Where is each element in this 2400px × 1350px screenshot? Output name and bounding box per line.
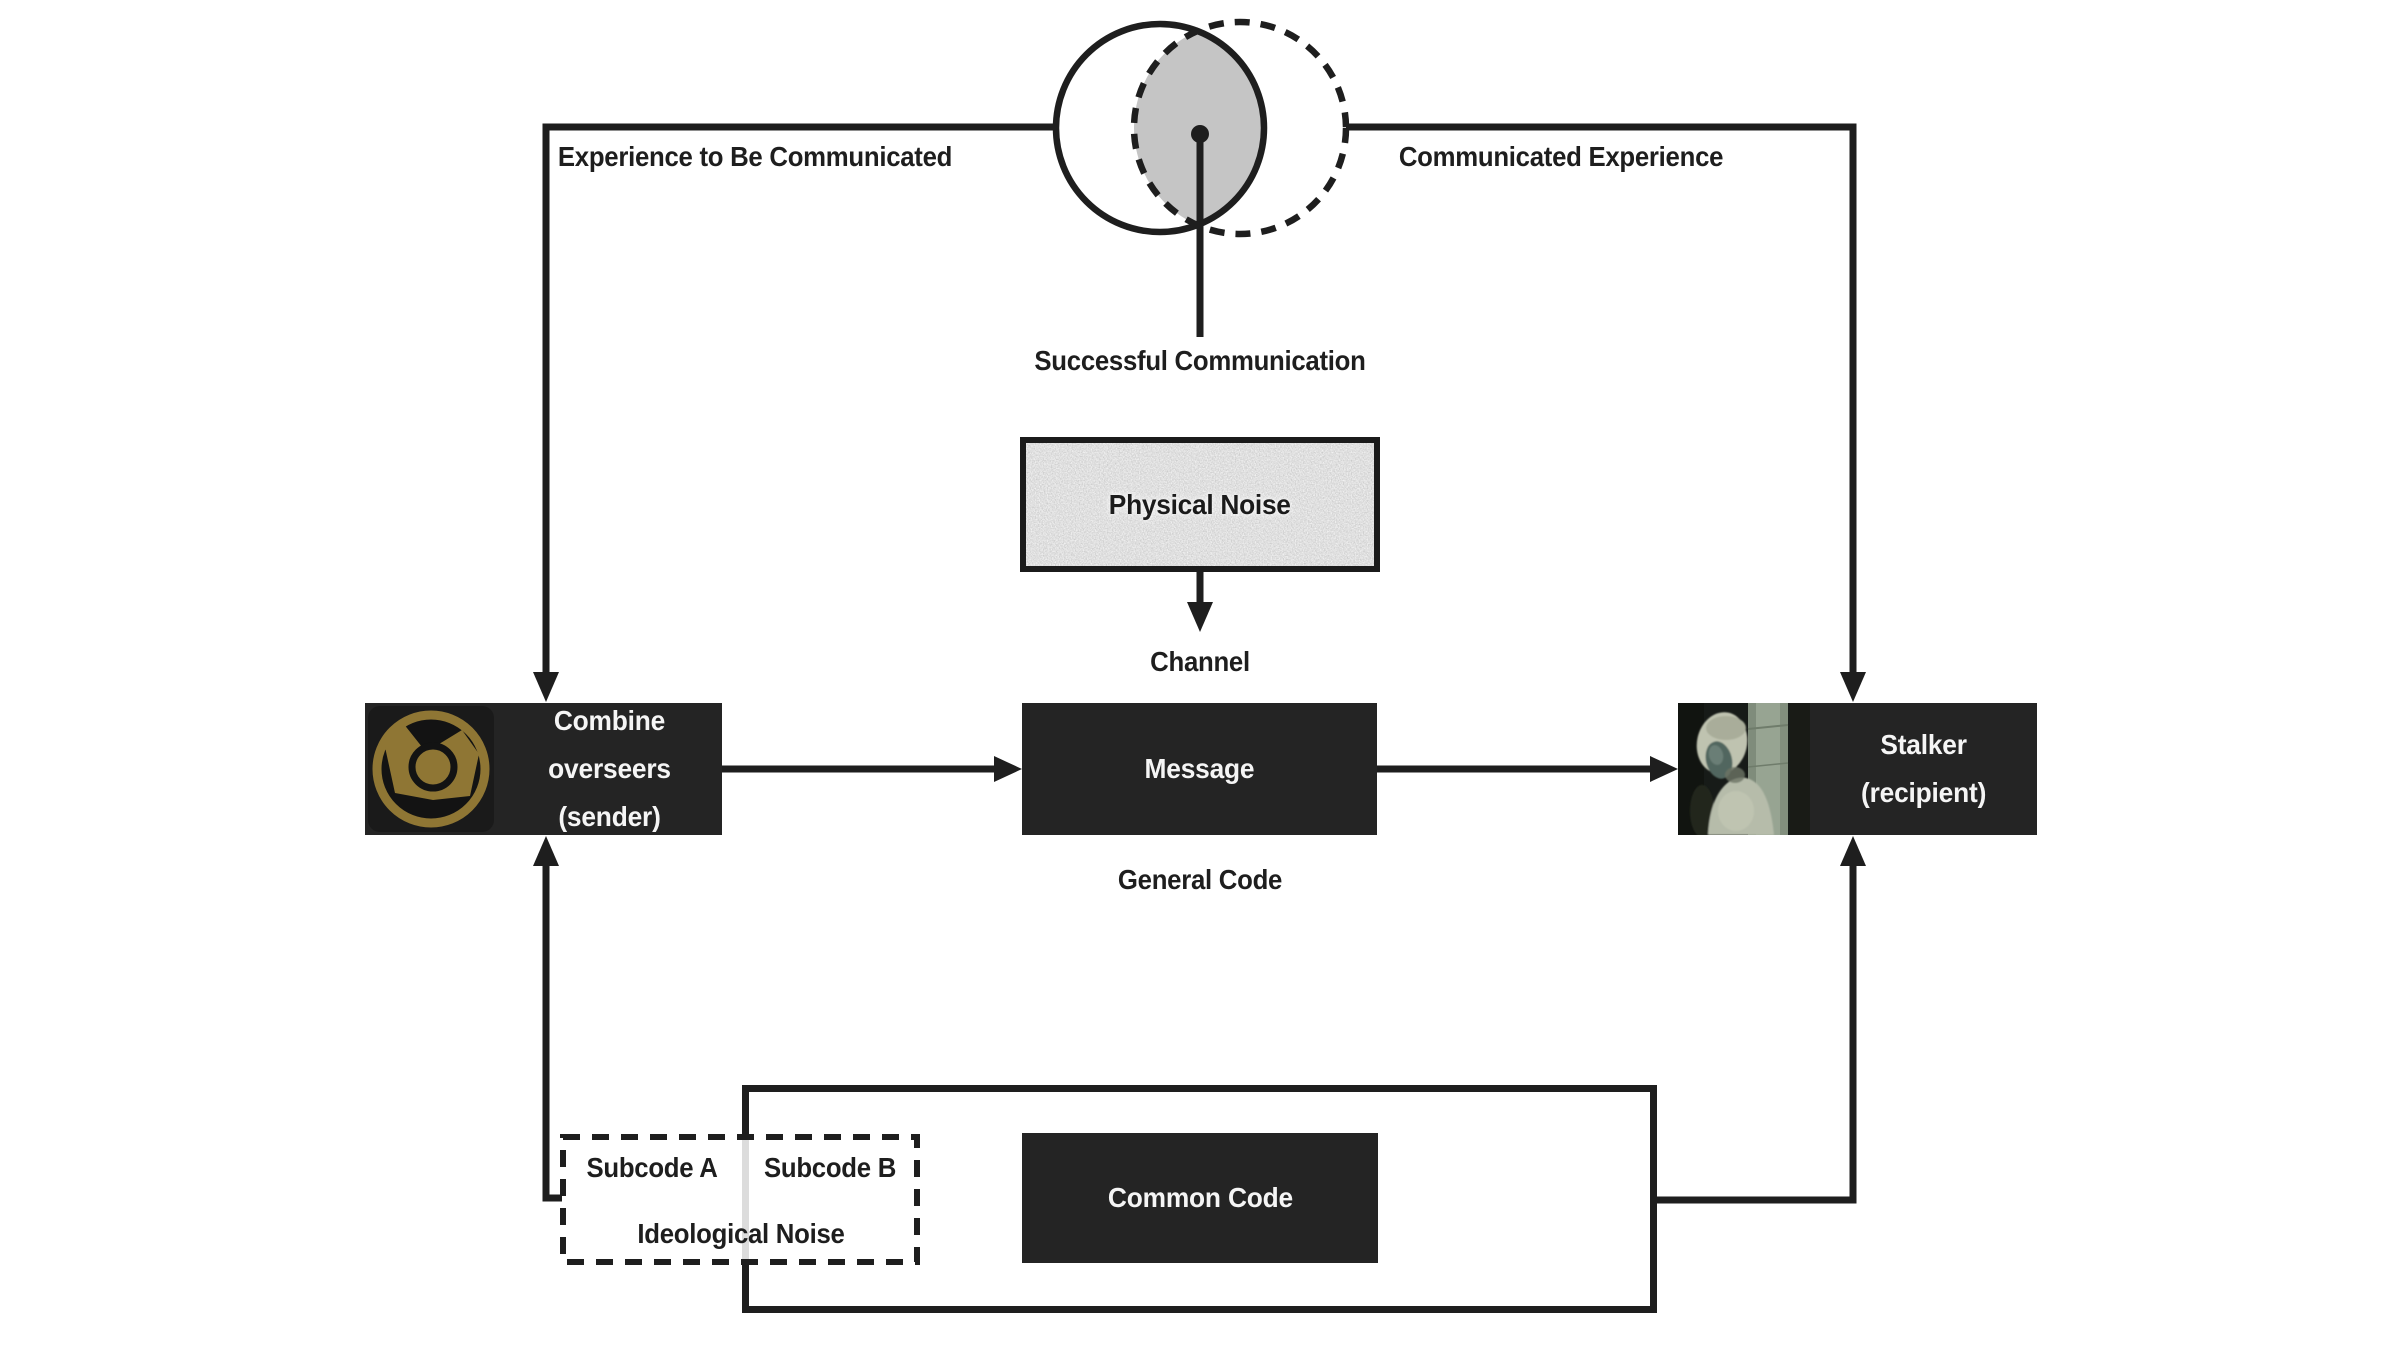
arrowhead-down-sender-top xyxy=(533,672,559,702)
subcodes-dashed-frame xyxy=(560,1134,920,1265)
combine-emblem-icon xyxy=(365,703,497,835)
arrowhead-up-sender-bottom xyxy=(533,836,559,866)
ideological-noise-label: Ideological Noise xyxy=(637,1218,845,1249)
recipient-label-line2: (recipient) xyxy=(1860,777,1987,808)
recipient-label-line1: Stalker xyxy=(1880,729,1967,760)
general-code-label: General Code xyxy=(1117,864,1283,895)
connector-communicated-to-recipient xyxy=(1346,123,1866,702)
subcode-a-label: Subcode A xyxy=(586,1152,718,1183)
physical-noise-box: Physical Noise xyxy=(1020,437,1380,572)
venn-right-circle xyxy=(1130,18,1350,238)
message-label: Message xyxy=(1144,753,1255,784)
communicated-experience-label: Communicated Experience xyxy=(1398,141,1724,172)
sender-label-line2: (sender) xyxy=(558,801,661,832)
channel-label: Channel xyxy=(1150,646,1250,677)
common-code-box: Common Code xyxy=(1022,1133,1378,1263)
connector-subcodes-to-sender xyxy=(533,836,562,1202)
venn-diagram xyxy=(1052,18,1350,337)
static-noise-texture xyxy=(1026,443,1374,566)
arrowhead-down-recipient-top xyxy=(1840,672,1866,702)
experience-label: Experience to Be Communicated xyxy=(557,141,953,172)
arrowhead-right-message xyxy=(994,756,1022,782)
connector-common-code-to-recipient xyxy=(1657,836,1866,1204)
arrowhead-right-recipient xyxy=(1650,756,1678,782)
arrowhead-down-channel xyxy=(1187,602,1213,632)
message-box: Message xyxy=(1022,703,1377,835)
connector-noise-to-channel xyxy=(1187,572,1213,632)
recipient-box: Stalker (recipient) xyxy=(1678,703,2037,835)
connector-experience-to-sender xyxy=(533,123,1056,702)
subcode-b-label: Subcode B xyxy=(763,1152,897,1183)
connector-sender-to-message xyxy=(722,756,1022,782)
venn-intersection xyxy=(1134,24,1264,232)
sender-label-line1: Combine overseers xyxy=(548,705,671,784)
arrowhead-up-recipient-bottom xyxy=(1840,836,1866,866)
connector-message-to-recipient xyxy=(1377,756,1678,782)
successful-communication-label: Successful Communication xyxy=(1034,345,1366,376)
stalker-photo xyxy=(1678,703,1810,835)
common-code-label: Common Code xyxy=(1107,1182,1293,1213)
physical-noise-label: Physical Noise xyxy=(1109,488,1291,520)
sender-box: Combine overseers (sender) xyxy=(365,703,722,835)
venn-left-circle xyxy=(1052,20,1268,236)
